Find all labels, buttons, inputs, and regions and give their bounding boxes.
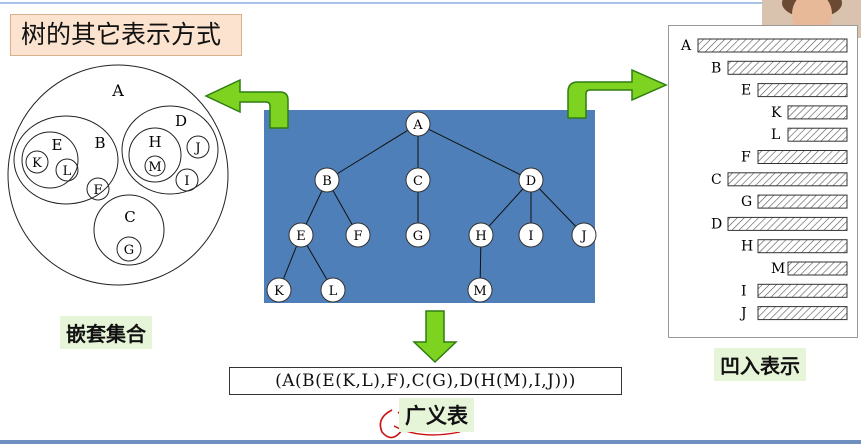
concave-bar-E (757, 83, 848, 98)
set-E (21, 131, 79, 189)
concave-bar-H (757, 239, 848, 254)
arrow-to-nested-sets (204, 78, 289, 129)
set-A (7, 64, 229, 286)
arrow-to-generalized-list (412, 310, 458, 364)
tree-node-D (518, 167, 544, 193)
concave-label-J: J (739, 306, 747, 322)
tree-node-label-M: M (473, 284, 486, 299)
tree-node-E (288, 222, 314, 248)
concave-label-H: H (741, 239, 753, 255)
concave-label-E: E (741, 83, 751, 99)
concave-bar-B (727, 60, 848, 75)
tree-node-L (320, 277, 346, 303)
tree-edge-D-J (530, 179, 585, 236)
concave-label-B: B (711, 60, 721, 76)
set-label-M: M (148, 160, 161, 175)
concave-bar-M (787, 261, 848, 276)
set-label-H: H (148, 133, 161, 151)
tree-node-label-C: C (413, 174, 423, 189)
generalized-list-expression: (A(B(E(K,L),F),C(G),D(H(M),I,J))) (229, 367, 622, 395)
tree-node-I (518, 222, 544, 248)
concave-bar-J (757, 306, 848, 321)
concave-bar-A (697, 38, 848, 53)
set-label-A: A (111, 81, 124, 100)
set-D (121, 105, 219, 195)
generalized-list-label: 广义表 (399, 398, 474, 432)
set-L (55, 158, 79, 182)
set-label-D: D (175, 112, 187, 130)
set-I (175, 168, 199, 192)
concave-label-L: L (771, 127, 780, 143)
set-F (86, 177, 110, 201)
set-M (144, 155, 166, 177)
set-label-K: K (32, 156, 42, 171)
concave-label-A: A (680, 38, 692, 54)
tree-node-label-A: A (412, 118, 423, 133)
tree-node-label-H: H (475, 229, 486, 244)
concave-label-D: D (711, 216, 722, 232)
concave-label-I: I (741, 283, 747, 299)
nested-sets-diagram: A B E K L F D H M J I C G (7, 64, 229, 286)
concave-bar-I (757, 283, 848, 298)
tree-node-F (345, 222, 371, 248)
set-label-J: J (193, 141, 200, 156)
set-label-L: L (63, 164, 72, 179)
concave-bar-F (757, 150, 848, 164)
concave-label-F: F (741, 150, 751, 166)
set-G (116, 236, 142, 262)
nested-sets-label: 嵌套集合 (60, 316, 152, 349)
concave-label-C: C (711, 172, 722, 188)
tree-node-C (405, 167, 431, 193)
concave-label-M: M (771, 261, 785, 277)
bottom-rule (0, 440, 861, 444)
set-label-E: E (52, 136, 63, 154)
tree-node-label-I: I (528, 229, 533, 244)
concave-bar-L (787, 127, 848, 142)
concave-label-G: G (741, 194, 752, 210)
concave-label: 凹入表示 (714, 348, 806, 381)
tree-node-G (405, 222, 431, 248)
concave-bar-K (787, 105, 848, 120)
tree-node-label-L: L (329, 284, 338, 299)
set-K (25, 150, 49, 174)
scribble-mark-2 (393, 425, 461, 436)
set-label-G: G (124, 243, 134, 258)
concave-bar-G (757, 194, 848, 209)
tree-node-M (467, 277, 493, 303)
slide-title: 树的其它表示方式 (10, 14, 242, 56)
set-H (128, 127, 182, 183)
set-B (13, 115, 119, 205)
tree-node-label-K: K (274, 284, 284, 299)
tree-node-label-D: D (526, 174, 536, 189)
concave-bar-C (727, 172, 848, 187)
tree-node-label-E: E (296, 229, 306, 244)
set-label-F: F (93, 183, 102, 198)
tree-node-J (571, 222, 597, 248)
tree-node-label-F: F (353, 229, 362, 244)
tree-node-label-G: G (413, 229, 423, 244)
tree-node-label-J: J (579, 229, 586, 244)
tree-edge-A-D (417, 123, 532, 181)
top-rule (0, 2, 861, 4)
concave-label-K: K (771, 105, 782, 121)
tree-edge-A-B (326, 123, 419, 181)
tree-node-A (405, 111, 431, 137)
tree-node-K (266, 277, 292, 303)
concave-bar-D (727, 216, 848, 231)
set-C (93, 194, 165, 266)
tree-diagram: A B C D E F G H I J K L M (266, 111, 597, 303)
set-label-I: I (184, 174, 189, 189)
tree-node-B (314, 167, 340, 193)
set-J (186, 135, 210, 159)
tree-background (264, 110, 595, 303)
arrow-to-concave (567, 68, 668, 119)
tree-node-H (468, 222, 494, 248)
tree-node-label-B: B (322, 174, 332, 189)
set-label-B: B (94, 134, 105, 152)
set-label-C: C (124, 208, 135, 226)
